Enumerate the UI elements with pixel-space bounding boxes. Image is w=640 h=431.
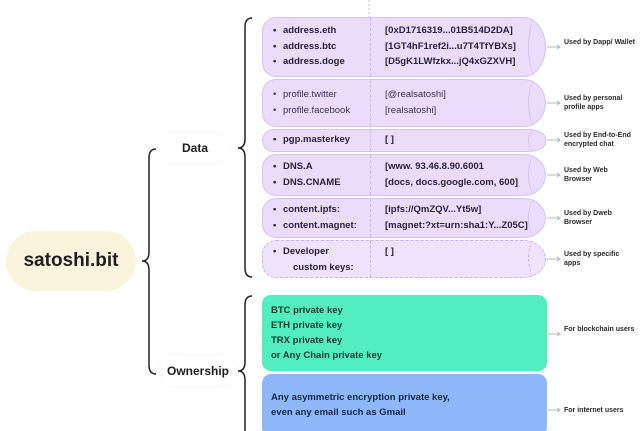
record-value: [ipfs://QmZQV...Yt5w] [385, 204, 482, 215]
record-value: [@realsatoshi] [385, 89, 446, 100]
branch-ownership-label: Ownership [166, 364, 229, 378]
record-key: content.ipfs: [273, 203, 357, 218]
usage-note: Used by Dweb Browser [564, 210, 612, 226]
usage-note: Used by Web Browser [564, 167, 608, 183]
record-value: [D5gK1LWfzkx...jQ4xGZXVH] [385, 56, 516, 68]
record-value: [magnet:?xt=urn:sha1:Y...Z05C] [385, 219, 528, 231]
record-key: Developer [273, 245, 354, 260]
ownership-line: TRX private key [271, 335, 343, 346]
branch-data-label: Data [181, 141, 208, 155]
record-value: [0xD1716319...01B514D2DA] [385, 25, 513, 37]
cylinder-cap [528, 79, 546, 127]
column-divider [370, 199, 371, 237]
usage-note: Used by specific apps [564, 251, 620, 267]
record-value: [www. 93.46.8.90.6001 [385, 161, 484, 172]
data-record-custom: Developer custom keys: [ ] [262, 240, 546, 278]
record-key: address.btc [273, 40, 345, 55]
ownership-line: Any asymmetric encryption private key, [271, 392, 450, 403]
record-key: content.magnet: [273, 219, 357, 234]
column-divider [370, 155, 371, 195]
data-record-dns: DNS.A DNS.CNAME [www. 93.46.8.90.6001 [d… [262, 154, 546, 196]
record-value: [1GT4hF1ref2i...u7T4TfYBXs] [385, 40, 516, 52]
ownership-blockchain-keys: BTC private key ETH private key TRX priv… [262, 295, 547, 371]
ownership-line: or Any Chain private key [271, 350, 383, 361]
usage-note: For blockchain users [564, 326, 635, 333]
usage-arrows [547, 44, 561, 413]
branch-ownership: Ownership [160, 356, 236, 386]
record-key: address.eth [273, 24, 345, 39]
cylinder-cap [528, 198, 546, 238]
usage-note: Used by personal profile apps [564, 95, 623, 111]
usage-note: Used by Dapp/ Wallet [564, 39, 635, 46]
data-record-content: content.ipfs: content.magnet: [ipfs://Qm… [262, 198, 546, 238]
ownership-internet-keys: Any asymmetric encryption private key, e… [262, 374, 547, 431]
record-key: profile.facebook [273, 104, 350, 119]
usage-note: For internet users [564, 407, 624, 414]
ownership-line: BTC private key [271, 305, 343, 316]
cylinder-cap [528, 154, 546, 196]
data-bracket [237, 17, 253, 278]
root-label: satoshi.bit [23, 250, 119, 271]
record-key: address.doge [273, 55, 345, 70]
cylinder-cap [528, 129, 546, 152]
data-record-profile: profile.twitter profile.facebook [@reals… [262, 79, 546, 127]
cylinder-cap [528, 17, 546, 77]
ownership-line: ETH private key [271, 320, 343, 331]
cylinder-cap [528, 240, 546, 278]
usage-note: Used by End-to-End encrypted chat [564, 132, 631, 148]
column-divider [370, 241, 371, 277]
record-value: [ ] [385, 246, 394, 257]
record-value: [realsatoshi] [385, 104, 437, 116]
ownership-line: even any email such as Gmail [271, 407, 406, 418]
record-value: [docs, docs.google.com, 600] [385, 176, 519, 188]
record-key: DNS.A [273, 160, 341, 175]
root-node: satoshi.bit [6, 231, 136, 291]
column-divider [370, 130, 371, 151]
record-key: profile.twitter [273, 88, 350, 103]
data-record-pgp: pgp.masterkey [ ] [262, 129, 546, 152]
record-key: pgp.masterkey [273, 133, 350, 148]
record-key: custom keys: [293, 261, 354, 273]
branch-data: Data [160, 133, 230, 163]
column-divider [370, 80, 371, 126]
record-value: [ ] [385, 134, 394, 146]
ownership-bracket [237, 295, 253, 431]
column-divider [370, 18, 371, 76]
record-key: DNS.CNAME [273, 176, 341, 191]
root-bracket [141, 148, 157, 375]
data-record-address: address.eth address.btc address.doge [0x… [262, 17, 546, 77]
